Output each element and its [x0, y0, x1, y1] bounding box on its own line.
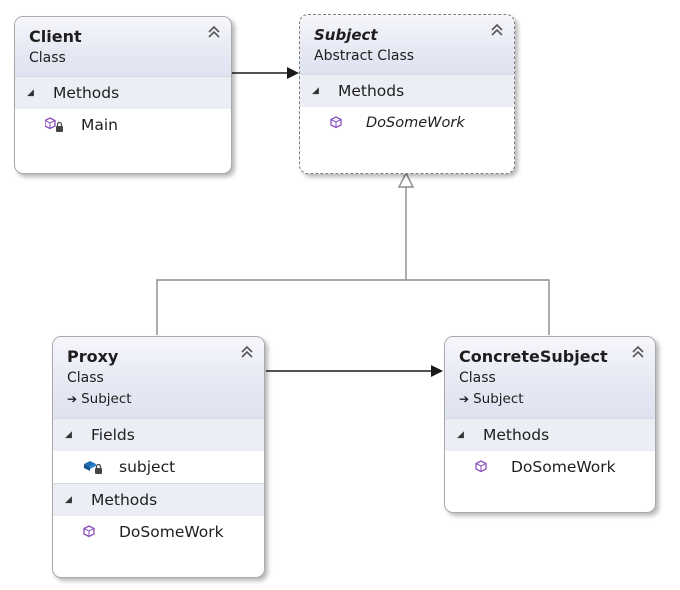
method-icon	[330, 116, 342, 129]
collapse-chevron-icon[interactable]	[207, 25, 221, 39]
member-name: DoSomeWork	[119, 523, 224, 541]
section-methods[interactable]: ◢ Methods	[445, 418, 655, 451]
base-class-label: ➔ Subject	[67, 388, 252, 410]
base-class-label: ➔ Subject	[459, 388, 643, 410]
section-title: Methods	[91, 491, 158, 509]
member-row[interactable]: DoSomeWork	[300, 107, 514, 139]
collapse-chevron-icon[interactable]	[631, 345, 645, 359]
class-box-concretesubject[interactable]: ConcreteSubject Class ➔ Subject ◢ Method…	[444, 336, 656, 513]
base-class-name: Subject	[473, 391, 524, 407]
member-row[interactable]: DoSomeWork	[445, 451, 655, 483]
collapse-chevron-icon[interactable]	[490, 23, 504, 37]
member-name: subject	[119, 458, 176, 476]
method-icon	[83, 525, 95, 538]
class-kind: Abstract Class	[314, 48, 415, 64]
member-row[interactable]: DoSomeWork	[53, 516, 264, 548]
expand-triangle-icon[interactable]: ◢	[65, 495, 72, 505]
class-header: Client Class	[15, 17, 231, 76]
section-methods[interactable]: ◢ Methods	[15, 76, 231, 109]
section-title: Methods	[53, 84, 120, 102]
section-fields[interactable]: ◢ Fields	[53, 418, 264, 451]
inheritance-lines	[156, 171, 550, 335]
expand-triangle-icon[interactable]: ◢	[457, 430, 464, 440]
class-name: Client	[29, 27, 82, 46]
class-name: Proxy	[67, 347, 119, 366]
method-icon	[475, 460, 487, 473]
member-row[interactable]: subject	[53, 451, 264, 483]
member-name: Main	[81, 116, 119, 134]
class-kind: Class	[67, 370, 104, 386]
class-kind: Class	[459, 370, 496, 386]
inherits-arrow-icon: ➔	[459, 392, 470, 406]
member-row[interactable]: Main	[15, 109, 231, 141]
class-header: ConcreteSubject Class ➔ Subject	[445, 337, 655, 418]
expand-triangle-icon[interactable]: ◢	[312, 86, 319, 96]
class-box-client[interactable]: Client Class ◢ Methods Main	[14, 16, 232, 174]
class-header: Subject Abstract Class	[300, 15, 514, 74]
association-proxy-concretesubject	[266, 365, 443, 377]
section-title: Fields	[91, 426, 135, 444]
expand-triangle-icon[interactable]: ◢	[65, 430, 72, 440]
class-box-proxy[interactable]: Proxy Class ➔ Subject ◢ Fields subject ◢…	[52, 336, 265, 578]
inherits-arrow-icon: ➔	[67, 392, 78, 406]
section-methods[interactable]: ◢ Methods	[53, 483, 264, 516]
section-title: Methods	[483, 426, 550, 444]
class-kind: Class	[29, 50, 66, 66]
class-name: ConcreteSubject	[459, 347, 608, 366]
expand-triangle-icon[interactable]: ◢	[27, 88, 34, 98]
private-method-icon	[45, 117, 63, 132]
base-class-name: Subject	[81, 391, 132, 407]
collapse-chevron-icon[interactable]	[240, 345, 254, 359]
member-name: DoSomeWork	[511, 458, 616, 476]
member-name: DoSomeWork	[366, 115, 465, 131]
class-header: Proxy Class ➔ Subject	[53, 337, 264, 418]
class-box-subject[interactable]: Subject Abstract Class ◢ Methods DoSomeW…	[299, 14, 515, 174]
class-name: Subject	[314, 26, 378, 44]
section-methods[interactable]: ◢ Methods	[300, 74, 514, 107]
private-field-icon	[84, 461, 102, 474]
association-client-subject	[231, 67, 299, 79]
section-title: Methods	[338, 82, 405, 100]
